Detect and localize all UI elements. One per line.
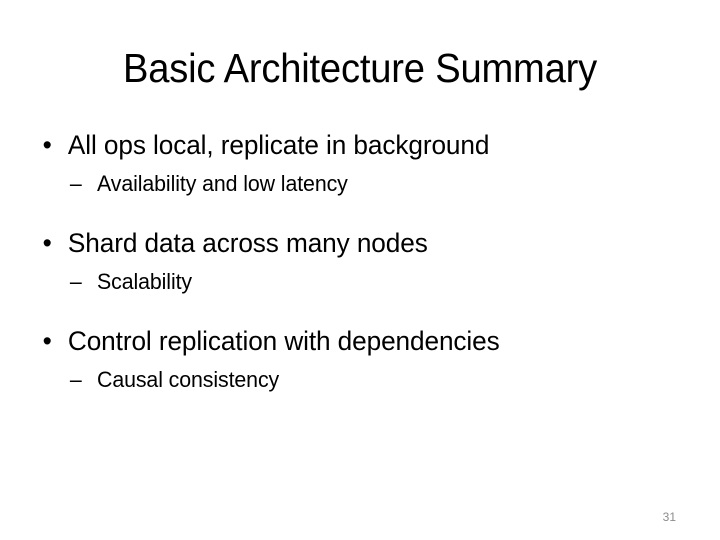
bullet-text-level2: Availability and low latency — [97, 171, 348, 196]
bullet-group-1: • All ops local, replicate in background… — [0, 128, 720, 198]
bullet-dot-icon: • — [42, 130, 52, 160]
bullet-item-level1: • Shard data across many nodes — [0, 226, 698, 260]
page-number: 31 — [662, 510, 676, 524]
bullet-text-level1: Shard data across many nodes — [67, 228, 428, 258]
bullet-item-level1: • Control replication with dependencies — [0, 324, 698, 358]
bullet-text-level2: Scalability — [97, 269, 193, 294]
bullet-dot-icon: • — [42, 228, 52, 258]
bullet-item-level2: – Causal consistency — [0, 366, 698, 394]
bullet-text-level1: Control replication with dependencies — [67, 326, 500, 356]
slide-body: • All ops local, replicate in background… — [0, 128, 720, 394]
bullet-item-level2: – Availability and low latency — [0, 170, 698, 198]
bullet-text-level1: All ops local, replicate in background — [67, 130, 490, 160]
bullet-dash-icon: – — [69, 367, 82, 392]
bullet-text-level2: Causal consistency — [97, 367, 280, 392]
bullet-item-level1: • All ops local, replicate in background — [0, 128, 698, 162]
bullet-group-3: • Control replication with dependencies … — [0, 324, 720, 394]
page-title: Basic Architecture Summary — [122, 45, 598, 91]
bullet-dot-icon: • — [42, 326, 52, 356]
bullet-group-2: • Shard data across many nodes – Scalabi… — [0, 226, 720, 296]
bullet-dash-icon: – — [69, 171, 82, 196]
bullet-item-level2: – Scalability — [0, 268, 698, 296]
bullet-dash-icon: – — [69, 269, 82, 294]
